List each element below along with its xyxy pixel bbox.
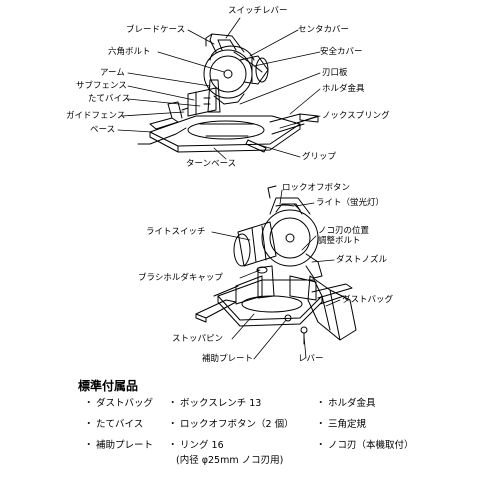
accessory-item: ・リング 16 <box>168 440 224 452</box>
label-turn-base: ターンベース <box>186 159 237 169</box>
ring-size-note: (内径 φ25mm ノコ刃用) <box>176 455 284 466</box>
accessory-label: ノコ刃（本機取付） <box>328 440 414 451</box>
bullet-icon: ・ <box>168 398 178 409</box>
label-grip: グリップ <box>302 152 337 162</box>
accessory-item: ・ノコ刃（本機取付） <box>316 440 414 452</box>
upper-leader-lines <box>117 17 321 160</box>
accessory-label: ボックスレンチ 13 <box>180 398 262 409</box>
accessory-item: ・ボックスレンチ 13 <box>168 398 261 410</box>
accessory-label: リング 16 <box>180 440 224 451</box>
label-safety-cover: 安全カバー <box>320 47 363 57</box>
accessory-item: ・ホルダ金具 <box>316 398 376 410</box>
label-aux-plate: 補助プレート <box>202 354 254 364</box>
label-sub-fence: サブフェンス <box>76 81 127 91</box>
bullet-icon: ・ <box>168 440 178 451</box>
bullet-icon: ・ <box>84 440 94 451</box>
label-brush-holder-cap: ブラシホルダキャップ <box>138 273 223 283</box>
bullet-icon: ・ <box>168 419 178 430</box>
lower-leader-lines <box>211 189 341 360</box>
label-hex-bolt: 六角ボルト <box>108 47 151 57</box>
accessory-label: ダストバッグ <box>96 398 154 409</box>
accessory-item: ・ダストバッグ <box>84 398 153 410</box>
label-lock-off-button: ロックオフボタン <box>282 183 351 193</box>
accessory-label: 補助プレート <box>96 440 154 451</box>
label-stopper-pin: ストッパピン <box>172 334 224 344</box>
accessory-item: ・三角定規 <box>316 419 366 431</box>
label-blade-plate: 刃口板 <box>322 68 348 78</box>
label-blade-case: ブレードケース <box>126 25 186 35</box>
lower-saw-drawing <box>195 185 357 345</box>
bullet-icon: ・ <box>316 419 326 430</box>
label-dust-bag: ダストバッグ <box>342 295 394 305</box>
bullet-icon: ・ <box>84 398 94 409</box>
accessory-label: 三角定規 <box>328 419 367 430</box>
accessory-item: ・たてバイス <box>84 419 143 431</box>
label-holder-bracket: ホルダ金具 <box>322 84 365 94</box>
label-switch-lever: スイッチレバー <box>228 6 288 16</box>
label-base: ベース <box>90 125 116 135</box>
accessory-label: ホルダ金具 <box>328 398 376 409</box>
bullet-icon: ・ <box>84 419 94 430</box>
accessory-label: ロックオフボタン（2 個） <box>180 419 294 430</box>
label-lever: レバー <box>298 354 324 364</box>
label-vertical-vise: たてバイス <box>88 94 131 104</box>
upper-saw-drawing <box>137 33 319 153</box>
label-knock-spring: ノックスプリング <box>322 111 390 121</box>
accessories-title: 標準付属品 <box>78 379 139 393</box>
bullet-icon: ・ <box>316 440 326 451</box>
label-dust-nozzle: ダストノズル <box>336 255 388 265</box>
label-arm: アーム <box>100 68 125 78</box>
accessory-item: ・ロックオフボタン（2 個） <box>168 419 294 431</box>
label-light-switch: ライトスイッチ <box>146 227 206 237</box>
label-blade-position-bolt: ノコ刃の位置 調整ボルト <box>318 226 370 246</box>
label-center-cover: センタカバー <box>298 25 350 35</box>
accessory-label: たてバイス <box>96 419 144 430</box>
label-guide-fence: ガイドフェンス <box>66 111 126 121</box>
bullet-icon: ・ <box>316 398 326 409</box>
label-light: ライト（蛍光灯） <box>316 198 385 208</box>
accessory-item: ・補助プレート <box>84 440 153 452</box>
